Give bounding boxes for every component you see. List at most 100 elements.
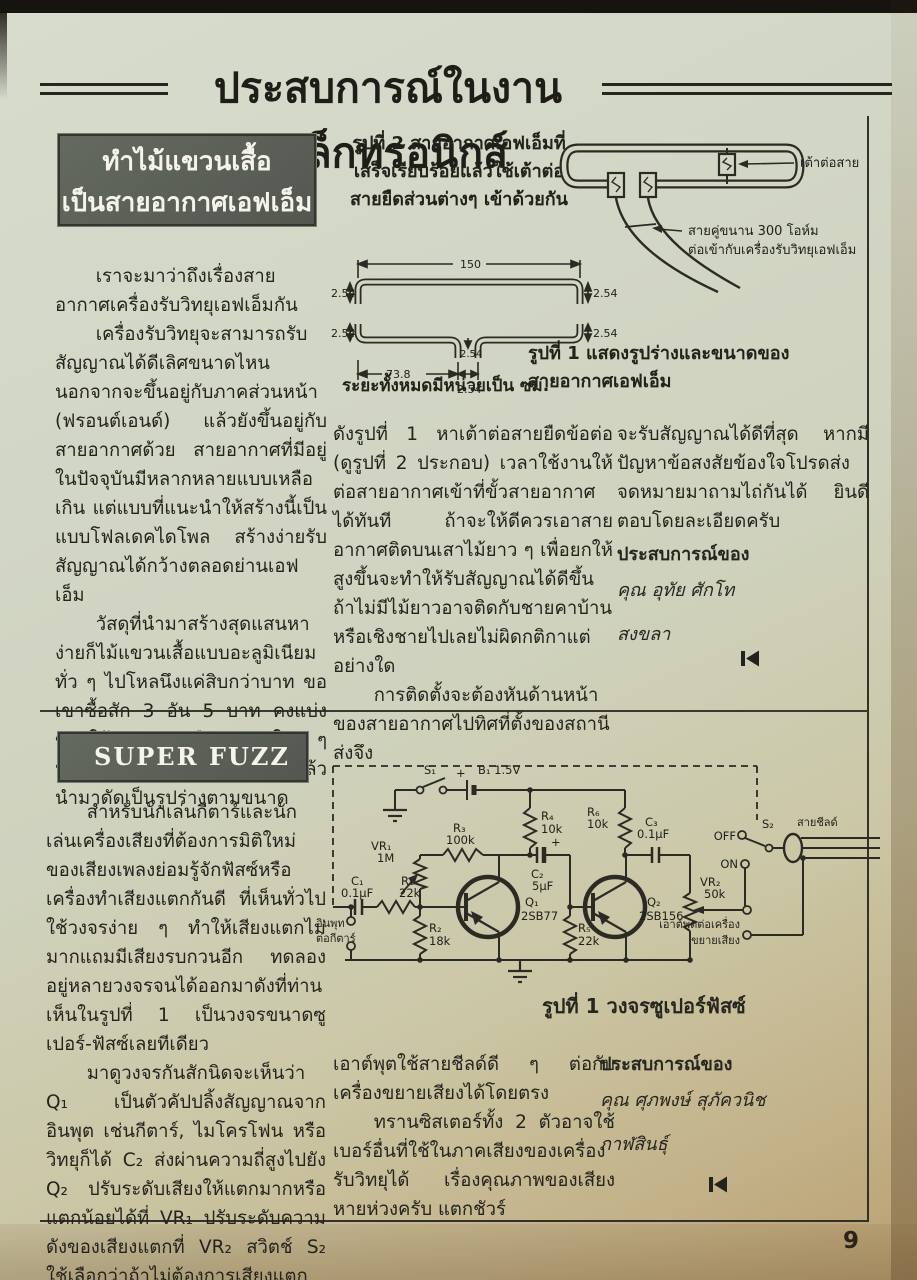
paragraph: เครื่องรับวิทยุจะสามารถรับสัญญาณได้ดีเลิ…: [55, 324, 327, 606]
label-c3v: 0.1μF: [637, 827, 669, 841]
label-c2: C₂: [531, 867, 544, 881]
label-r2v: 18k: [429, 934, 451, 948]
figure2-caption: รูปที่ 2 สายอากาศเอฟเอ็มที่ เสร็จเรียบร้…: [333, 130, 585, 214]
label-on: ON: [720, 857, 738, 871]
paragraph: เอาต์พุตใช้สายชีลด์ดี ๆ ต่อกับเครื่องขยา…: [333, 1054, 615, 1104]
article2-title-box: SUPER FUZZ: [58, 732, 308, 782]
label-r5v: 22k: [578, 934, 600, 948]
label-output-line1: เอาต์พุตต่อเครื่อง: [659, 916, 740, 931]
battery-b1: [466, 780, 477, 800]
page-frame-bottom: [40, 1220, 869, 1222]
paragraph: วัสดุที่นำมาสร้างสุดแสนหาง่ายก็ไม้แขวนเส…: [55, 614, 327, 809]
paragraph: เราจะมาว่าถึงเรื่องสายอากาศเครื่องรับวิท…: [55, 266, 298, 316]
label-q2v: 2SB156: [639, 909, 683, 923]
label-r1v: 22k: [399, 886, 421, 900]
label-b1: B₁ 1.5V: [478, 763, 520, 777]
label-r4: R₄: [541, 809, 554, 823]
fm-antenna-dimension-figure: 150 2.54 2.54 2.54 2.54 2.54 73.8 2.54: [331, 258, 618, 396]
byline-place: กาฬสินธุ์: [600, 1134, 668, 1155]
caption-line: เสร็จเรียบร้อยแล้วใช้เต้าต่อ: [353, 161, 565, 182]
scan-left-edge: [0, 0, 7, 100]
article-divider: [40, 710, 868, 712]
paragraph: ดังรูปที่ 1 หาเต้าต่อสายยืดข้อต่อ (ดูรูป…: [333, 424, 613, 677]
article2-byline: ประสบการณ์ของ คุณ ศุภพงษ์ สุภัควนิช กาฬส…: [600, 1050, 766, 1160]
label-r6: R₆: [587, 805, 600, 819]
antenna-bottom-element: [354, 324, 584, 358]
label-s2: S₂: [762, 817, 774, 831]
article1-column2: ดังรูปที่ 1 หาเต้าต่อสายยืดข้อต่อ (ดูรูป…: [333, 420, 613, 768]
connector-callout: เต้าต่อสาย: [738, 156, 859, 171]
label-input-line2: ต่อกีตาร์: [316, 932, 356, 945]
transistor-q2: [582, 874, 648, 940]
article1-column3: จะรับสัญญาณได้ดีที่สุด หากมีปัญหาข้อสงสั…: [617, 420, 869, 536]
article2-end-marker-icon: [709, 1176, 727, 1193]
article1-end-marker-icon: [741, 650, 759, 667]
paragraph: จะรับสัญญาณได้ดีที่สุด หากมีปัญหาข้อสงสั…: [617, 424, 869, 532]
article1-column1: เราจะมาว่าถึงเรื่องสายอากาศเครื่องรับวิท…: [55, 262, 327, 813]
transistor-q1: [455, 874, 521, 940]
label-c3: C₃: [645, 815, 658, 829]
shield-enclosure-dashed-box: [332, 765, 758, 907]
label-c2-plus: +: [551, 835, 561, 849]
label-vr2v: 50k: [704, 887, 726, 901]
ground-symbols: [383, 808, 532, 984]
label-q1: Q₁: [525, 895, 539, 909]
header-rule-left: [40, 83, 168, 95]
cable-connector-box: [717, 148, 737, 184]
twin-lead-wires: [614, 197, 741, 294]
label-vr1v: 1M: [377, 851, 394, 865]
label-r6v: 10k: [587, 817, 609, 831]
caption-line: รูปที่ 2 สายอากาศเอฟเอ็มที่: [352, 133, 566, 154]
super-fuzz-circuit-schematic: S₁ + B₁ 1.5V R₄ 10k R₆ 10k R₃ 100k VR₁ 1…: [316, 763, 880, 984]
header-rule-right: [602, 83, 892, 95]
caption-line: สายยืดส่วนต่างๆ เข้าด้วยกัน: [350, 189, 568, 210]
article2-column1: สำหรับนักเล่นกีตาร์และนักเล่นเครื่องเสีย…: [46, 798, 326, 1280]
component-labels: S₁ + B₁ 1.5V R₄ 10k R₆ 10k R₃ 100k VR₁ 1…: [316, 763, 838, 948]
byline-label: ประสบการณ์ของ: [600, 1054, 733, 1075]
antenna-tube: [559, 143, 805, 189]
label-r3: R₃: [453, 821, 466, 835]
article2-title: SUPER FUZZ: [94, 742, 290, 771]
dim-254-bottom: 2.54: [457, 383, 482, 396]
dim-254-right-top: 2.54: [593, 287, 618, 300]
fm-antenna-pictorial-figure: เต้าต่อสาย สายคู่ขนาน 300 โอห์ม ต่อเข้าก…: [559, 143, 859, 294]
input-jacks: [346, 916, 356, 951]
twinlead-label-line2: ต่อเข้ากับเครื่องรับวิทยุเอฟเอ็ม: [688, 240, 856, 258]
byline-label: ประสบการณ์ของ: [617, 544, 750, 565]
label-q1v: 2SB77: [521, 909, 558, 923]
dim-738: 73.8: [386, 368, 411, 381]
article1-byline: ประสบการณ์ของ คุณ อุทัย ศักโท สงขลา: [617, 540, 749, 650]
article1-title-line1: ทำไม้แขวนเสื้อ: [102, 147, 272, 177]
label-r2: R₂: [429, 921, 442, 935]
junction-dots: [348, 787, 806, 963]
dimension-lines: [345, 259, 593, 380]
caption-line: รูปที่ 1 แสดงรูปร่างและขนาดของ: [528, 343, 790, 364]
feedpoint-connector-boxes: [606, 171, 658, 199]
figure1-caption: รูปที่ 1 แสดงรูปร่างและขนาดของ สายอากาศเ…: [528, 340, 796, 396]
byline-place: สงขลา: [617, 624, 671, 645]
label-off: OFF: [714, 829, 736, 843]
dim-254-right-bottom: 2.54: [593, 327, 618, 340]
antenna-top-element: [354, 278, 584, 304]
scan-top-edge: [0, 0, 917, 13]
twinlead-callout: สายคู่ขนาน 300 โอห์ม ต่อเข้ากับเครื่องรั…: [652, 223, 856, 258]
switch-s1: [415, 777, 448, 795]
dim-254-left-bottom: 2.54: [331, 327, 356, 340]
dim-150: 150: [460, 258, 481, 271]
resistors: [376, 807, 634, 955]
page-frame-right: [867, 116, 869, 1222]
label-b1-plus: +: [456, 766, 466, 780]
caption-line: สายอากาศเอฟเอ็ม: [528, 371, 672, 392]
capacitors: [353, 847, 661, 915]
label-q2: Q₂: [647, 895, 661, 909]
paragraph: มาดูวงจรกันสักนิดจะเห็นว่า Q₁ เป็นตัวคัป…: [46, 1063, 326, 1280]
dim-254-gap: 2.54: [460, 349, 482, 360]
switch-s2-output: [737, 830, 804, 940]
byline-author: คุณ ศุภพงษ์ สุภัควนิช: [600, 1090, 766, 1111]
label-r5: R₅: [578, 921, 591, 935]
twinlead-label-line1: สายคู่ขนาน 300 โอห์ม: [688, 223, 819, 239]
page-number: 9: [843, 1228, 860, 1254]
connector-label: เต้าต่อสาย: [800, 156, 859, 171]
paragraph: การติดตั้งจะต้องหันด้านหน้าของสายอากาศไป…: [333, 685, 610, 764]
